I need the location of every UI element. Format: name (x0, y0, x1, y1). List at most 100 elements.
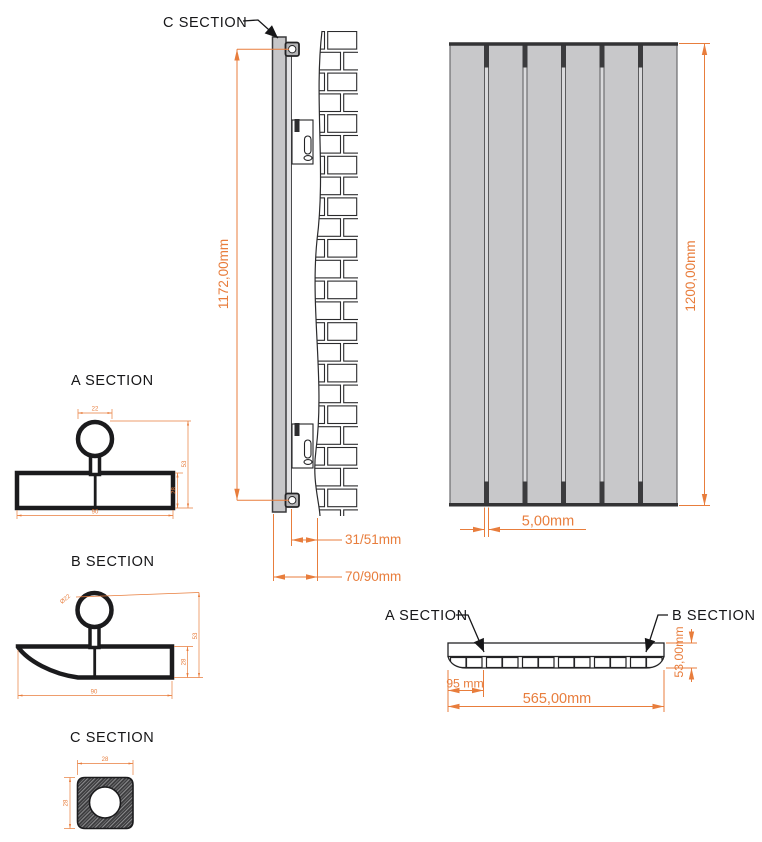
dimension-panel-gap: 5,00mm (460, 507, 586, 537)
plan-panel-segments (449, 656, 663, 668)
brick (376, 94, 405, 112)
brick (343, 93, 358, 113)
brick (314, 301, 342, 321)
side-height-label: 1172,00mm (216, 239, 231, 309)
brick (343, 509, 358, 516)
brick (376, 219, 405, 237)
groove-top-cap (484, 43, 489, 68)
plan-view: A SECTION B SECTION 53,00mm 95 mm 565,00… (385, 608, 756, 712)
brick (327, 446, 358, 466)
side-front-panel (271, 36, 287, 513)
wall-broken-edge (314, 30, 323, 517)
brick (314, 446, 326, 466)
wall-bracket-top (291, 119, 314, 165)
brick (327, 322, 358, 341)
front-height-label: 1200,00mm (683, 240, 698, 311)
c-section-leader-arrow (242, 19, 279, 39)
brick (343, 134, 358, 154)
brick (314, 134, 342, 154)
wall-bracket-bottom (291, 423, 314, 469)
brick (360, 240, 389, 258)
brick (327, 114, 358, 133)
section-b-panel-width-label: 90 (91, 690, 98, 696)
plan-a-callout-label: A SECTION (385, 608, 468, 624)
front-panel (565, 43, 601, 506)
brick (376, 260, 405, 278)
groove-top-cap (522, 43, 528, 68)
front-panel (603, 43, 639, 506)
brick (314, 280, 326, 300)
plan-b-callout-label: B SECTION (672, 608, 756, 624)
dimension-plan-width: 565,00mm (448, 670, 665, 712)
panel-groove (600, 43, 604, 506)
front-panel (642, 43, 678, 506)
brick (343, 218, 358, 237)
section-c-tube-profile (76, 776, 134, 830)
brick (376, 302, 405, 320)
plan-panel-box (557, 656, 575, 668)
brick (314, 363, 326, 383)
brick (327, 363, 358, 383)
brick (376, 136, 405, 154)
brick (314, 405, 326, 425)
section-b-pipe (75, 590, 114, 630)
section-c-view: C SECTION 28 28 (64, 730, 154, 830)
brick (376, 510, 405, 528)
plan-panel-box (573, 656, 591, 668)
section-b-total-depth-label: 53 (193, 632, 199, 639)
section-c-width-label: 28 (102, 757, 109, 763)
dimension-plan-first-panel: 95 mm (446, 670, 484, 712)
brick (314, 322, 326, 341)
brick (343, 259, 358, 279)
brick (360, 198, 389, 216)
brick (376, 468, 405, 486)
bottom-cross-tube (284, 492, 300, 508)
section-a-total-depth-label: 53 (182, 460, 188, 467)
section-b-panel-depth-label: 28 (182, 658, 188, 665)
brick (327, 155, 358, 175)
plan-a-leader-arrow (456, 614, 485, 653)
plan-front-profile (447, 656, 665, 669)
plan-panel-box (465, 656, 483, 668)
groove-bottom-cap (484, 481, 489, 506)
brick (314, 488, 326, 508)
section-c-height-label: 28 (64, 799, 70, 806)
brick (360, 323, 389, 341)
brick (314, 384, 342, 404)
plan-first-panel-label: 95 mm (446, 677, 484, 691)
wall-to-panel-label: 70/90mm (345, 569, 401, 584)
dimension-wall-distances: 31/51mm 70/90mm (273, 509, 401, 584)
brick (343, 51, 358, 71)
brick (360, 115, 389, 133)
brick (314, 176, 342, 196)
front-view (449, 42, 678, 507)
plan-depth-label: 53,00mm (672, 626, 686, 677)
brick (327, 280, 358, 300)
plan-panel-box (629, 656, 647, 668)
c-section-callout-label: C SECTION (163, 15, 247, 31)
section-a-title: A SECTION (71, 373, 154, 389)
section-b-view: B SECTION Ø22 53 28 90 (15, 554, 203, 699)
brick (360, 448, 389, 466)
panel-groove (484, 43, 489, 506)
brick (376, 177, 405, 195)
side-rear-channel (285, 44, 292, 506)
section-a-pipe (75, 419, 115, 459)
brick (327, 72, 358, 92)
brick (327, 488, 358, 508)
plan-width-label: 565,00mm (523, 691, 592, 707)
brick (343, 176, 358, 196)
section-a-view: A SECTION 22 53 28 90 (14, 373, 193, 519)
brick (343, 301, 358, 321)
brick (360, 32, 389, 50)
brick (360, 156, 389, 174)
front-panels (449, 43, 678, 506)
brick (343, 342, 358, 362)
brick-wall-bricks (314, 31, 405, 528)
groove-bottom-cap (638, 481, 643, 506)
groove-top-cap (561, 43, 566, 68)
brick (376, 385, 405, 403)
plan-panel-box (645, 656, 663, 668)
dimension-side-height: 1172,00mm (216, 48, 289, 501)
brick (314, 51, 342, 71)
